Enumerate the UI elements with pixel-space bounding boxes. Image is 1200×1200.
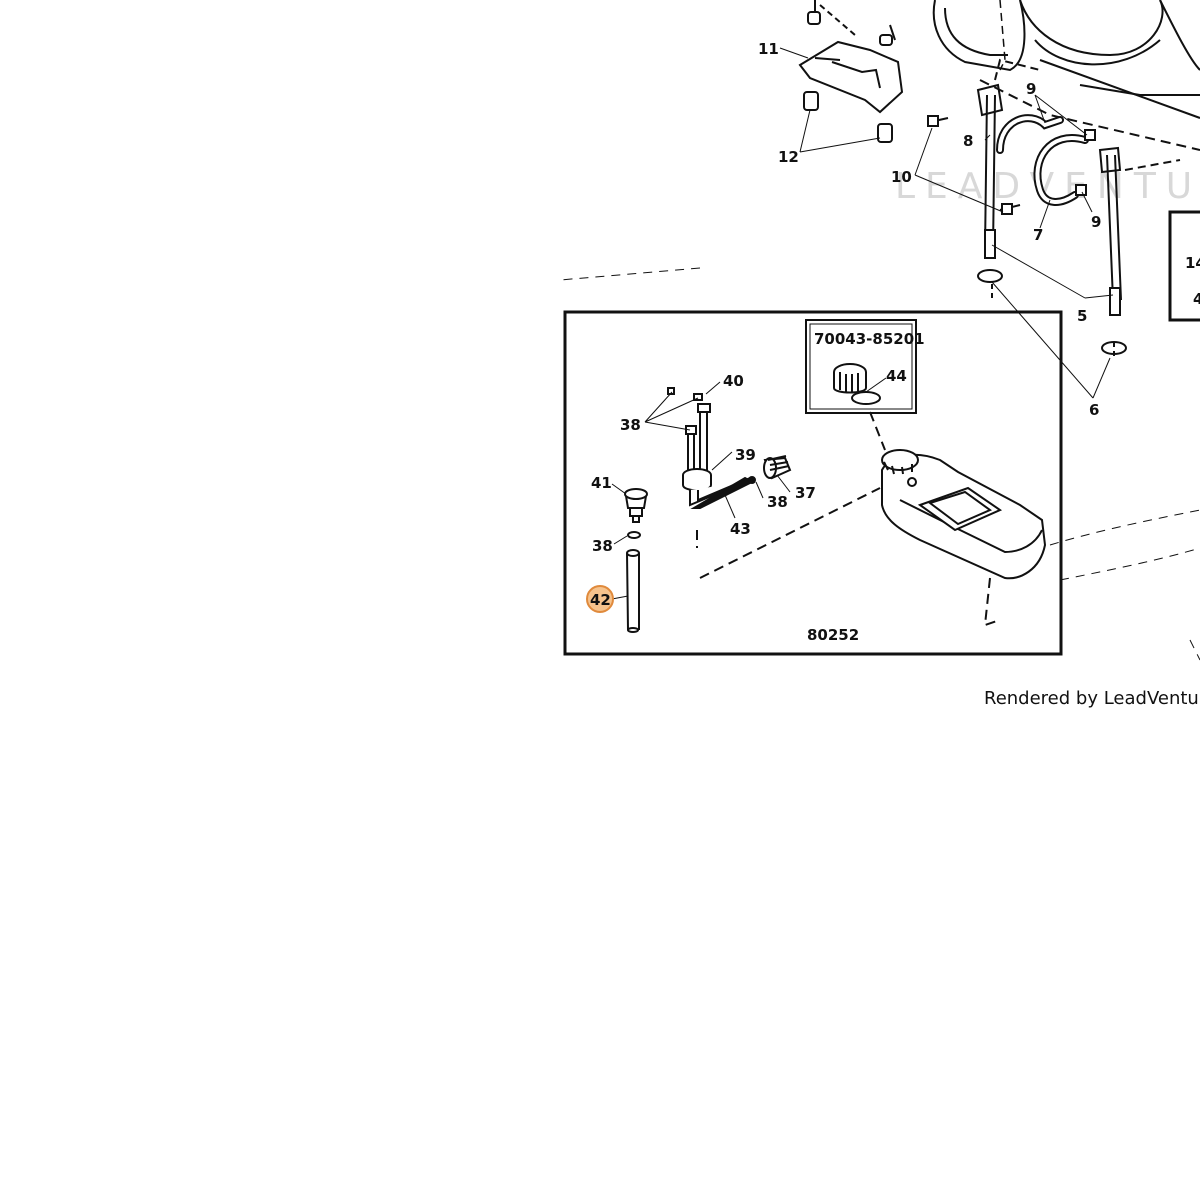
callout-8[interactable]: 8 bbox=[963, 132, 973, 150]
upper-leader-lines bbox=[779, 47, 1114, 399]
callout-38-upper[interactable]: 38 bbox=[620, 416, 641, 434]
callout-39[interactable]: 39 bbox=[735, 446, 756, 464]
right-box-line2: 4 bbox=[1193, 290, 1200, 308]
callout-41[interactable]: 41 bbox=[591, 474, 612, 492]
callout-11[interactable]: 11 bbox=[758, 40, 779, 58]
callout-37[interactable]: 37 bbox=[795, 484, 816, 502]
callout-9-bottom[interactable]: 9 bbox=[1091, 213, 1101, 231]
engine-dashed-outline bbox=[999, 0, 1006, 71]
callout-43[interactable]: 43 bbox=[730, 520, 751, 538]
inset-leader-lines bbox=[611, 377, 887, 600]
breather-41 bbox=[624, 488, 648, 523]
assembly-number: 80252 bbox=[807, 626, 859, 644]
callout-40[interactable]: 40 bbox=[723, 372, 744, 390]
callout-42[interactable]: 42 bbox=[590, 591, 611, 609]
fuel-tank bbox=[881, 449, 1047, 580]
callout-44[interactable]: 44 bbox=[886, 367, 907, 385]
fuel-pickup-assembly bbox=[667, 387, 755, 509]
callout-38-lower[interactable]: 38 bbox=[592, 537, 613, 555]
right-box-line1: 14 bbox=[1185, 254, 1200, 272]
sub-box-part-number: 70043-85201 bbox=[814, 330, 925, 348]
callout-9-top[interactable]: 9 bbox=[1026, 80, 1036, 98]
callout-38-middle[interactable]: 38 bbox=[767, 493, 788, 511]
background-dashed-curves bbox=[559, 267, 1200, 661]
highlight-part-42[interactable] bbox=[586, 585, 614, 613]
rubber-mount-12 bbox=[803, 11, 893, 143]
callout-5[interactable]: 5 bbox=[1077, 307, 1087, 325]
inset-dashed-lines bbox=[696, 411, 1001, 627]
callout-6[interactable]: 6 bbox=[1089, 401, 1099, 419]
callout-10[interactable]: 10 bbox=[891, 168, 912, 186]
right-reference-box bbox=[1168, 210, 1200, 322]
callout-12[interactable]: 12 bbox=[778, 148, 799, 166]
callout-7[interactable]: 7 bbox=[1033, 226, 1043, 244]
mount-bracket-11 bbox=[798, 0, 904, 114]
tube-42 bbox=[626, 549, 640, 633]
o-ring-38 bbox=[627, 531, 641, 539]
footer-credit: Rendered by LeadVenture, bbox=[984, 688, 1200, 709]
fuel-filter-37 bbox=[748, 455, 792, 484]
inset-fuel-tank-box bbox=[563, 310, 1063, 656]
engine-housing bbox=[932, 0, 1200, 151]
